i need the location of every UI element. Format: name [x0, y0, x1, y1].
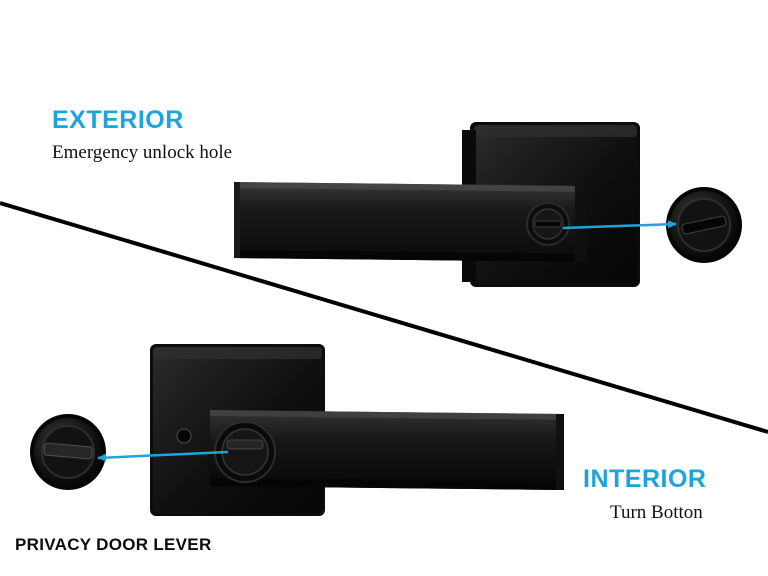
exterior-lever-handle [234, 182, 587, 262]
exterior-detail-disc [666, 187, 742, 263]
interior-lever-assembly [150, 344, 564, 516]
turn-button [214, 421, 276, 483]
rosette-screw-hole [176, 428, 192, 444]
interior-detail-disc [30, 414, 106, 490]
exterior-subtitle: Emergency unlock hole [52, 142, 233, 163]
emergency-unlock-hole [526, 202, 570, 246]
interior-lever-handle [210, 410, 564, 490]
interior-arrow [97, 450, 229, 462]
divider-line [0, 201, 768, 434]
interior-subtitle: Turn Botton [610, 502, 703, 523]
product-name: PRIVACY DOOR LEVER [15, 535, 212, 554]
interior-title: INTERIOR [583, 465, 707, 493]
exterior-arrow [562, 220, 677, 230]
exterior-title: EXTERIOR [52, 106, 184, 134]
exterior-lever-assembly [234, 122, 640, 287]
